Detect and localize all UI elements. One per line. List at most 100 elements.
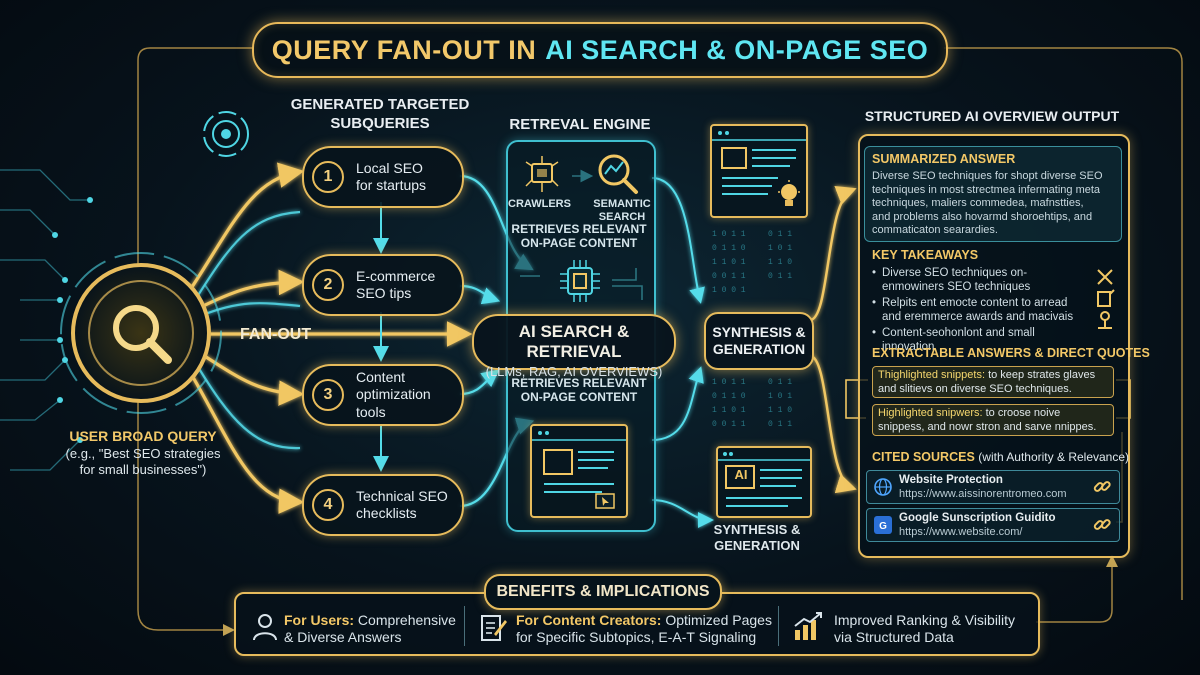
quote-item: Thighlighted snippets: to keep strates g… [872,366,1114,398]
svg-text:1 0 0 1: 1 0 0 1 [712,286,746,295]
quote-text: to croose noive snippess, and nowr stron… [878,407,1097,433]
svg-text:1 1 0: 1 1 0 [768,258,792,267]
link-icon[interactable] [1093,478,1111,496]
summary-line: and problems also hovarmd shoroehtips, a… [872,210,1093,223]
subquery-label: checklists [356,505,417,521]
sources-title-row: CITED SOURCES (with Authority & Relevanc… [872,450,1129,464]
magnifier-icon [60,252,222,414]
chart-icon [794,612,822,640]
takeaway-item: Content-seohonlont and small innovation [872,326,1082,354]
retrieves-top-1: RETRIEVES RELEVANT [511,222,647,236]
processor-icon [560,260,600,302]
subquery-number: 2 [312,269,344,301]
benefit-creators-text-1: Optimized Pages [661,612,772,628]
source-item[interactable]: Website Protection https://www.aissinore… [866,470,1120,504]
summary-box [864,146,1122,242]
synthesis-line-2: GENERATION [712,341,806,357]
svg-text:0 1 1: 0 1 1 [768,378,792,387]
subquery-label: SEO tips [356,285,412,301]
svg-text:0 1 1 0: 0 1 1 0 [712,392,746,401]
link-icon[interactable] [1093,516,1111,534]
source-url[interactable]: https://www.website.com/ [899,526,1023,538]
svg-text:0 0 1 1: 0 0 1 1 [712,272,746,281]
target-icon [203,111,249,157]
sources-suffix: (with Authority & Relevance) [978,450,1130,464]
subqueries-heading-1: GENERATED TARGETED [290,96,470,113]
subquery-label: E-commerce [356,267,436,284]
svg-text:G: G [879,521,887,532]
subquery-label: optimization tools [356,386,431,420]
globe-icon [874,478,892,496]
subquery-label: Content [356,368,406,385]
benefit-creators: For Content Creators: Optimized Pages fo… [516,612,772,646]
benefits-title: BENEFITS & IMPLICATIONS [484,574,722,610]
source-url[interactable]: https://www.aissinorentromeo.com [899,488,1067,500]
summary-line: commaticaton searardies. [872,224,998,236]
title-part2: AI SEARCH & ON-PAGE SEO [545,34,929,65]
quotes-title: EXTRACTABLE ANSWERS & DIRECT QUOTES [872,346,1150,360]
subquery-number: 1 [312,161,344,193]
synthesis-bottom-1: SYNTHESIS & [713,522,801,537]
subqueries-heading-2: SUBQUERIES [330,114,430,132]
fan-out-label: FAN-OUT [240,326,312,343]
subquery-label: Local SEO [356,159,423,176]
lightbulb-icon [778,180,800,206]
subquery-label: for startups [356,177,427,193]
retrieves-bottom-1: RETRIEVES RELEVANT [511,376,647,390]
svg-text:1 1 0 1: 1 1 0 1 [712,406,746,415]
source-name: Website Protection [899,474,1003,486]
synthesis-line-1: SYNTHESIS & [712,323,806,340]
user-icon [253,614,277,641]
title-part1: QUERY FAN-OUT IN [271,34,537,65]
quote-highlight: Highlighted snipwers: [878,407,983,419]
benefit-ranking-2: via Structured Data [834,629,954,645]
google-icon: G [874,516,892,534]
synthesis-bottom-label: SYNTHESIS & GENERATION [704,522,810,554]
svg-text:0 1 1: 0 1 1 [768,230,792,239]
document-icon [530,424,628,518]
retrieves-bottom-2: ON-PAGE CONTENT [520,390,638,405]
subquery-number: 4 [312,489,344,521]
user-query-example-2: for small businesses") [79,462,207,477]
takeaways-title: KEY TAKEAWAYS [872,248,979,262]
semantic-line-2: SEARCH [598,211,646,224]
svg-text:1 0 1 1: 1 0 1 1 [712,378,746,387]
retrieves-top-2: ON-PAGE CONTENT [520,236,638,251]
source-name: Google Sunscription Guidito [899,512,1056,524]
output-heading: STRUCTURED AI OVERVIEW OUTPUT [864,108,1120,124]
svg-text:1 1 0 1: 1 1 0 1 [712,258,746,267]
ai-badge: AI [734,467,748,482]
summary-line: techniques in most strectmea infermating… [872,183,1101,196]
generated-document-icon [710,124,808,218]
svg-text:1 1 0: 1 1 0 [768,406,792,415]
summary-line: Diverse SEO techniques for shopt diverse… [872,170,1103,182]
svg-text:1 0 1 1: 1 0 1 1 [712,230,746,239]
takeaways-list: Diverse SEO techniques on-enmowiners SEO… [872,266,1082,356]
summary-title: SUMMARIZED ANSWER [872,152,1016,166]
svg-text:0 1 1: 0 1 1 [768,272,792,281]
retrieves-bottom-label: RETRIEVES RELEVANT ON-PAGE CONTENT [508,376,650,405]
tools-icon [1097,269,1115,329]
divider [778,606,779,646]
user-query-title: USER BROAD QUERY [69,428,217,444]
benefit-users-text-1: Comprehensive [354,612,456,628]
svg-text:0 1 1 0: 0 1 1 0 [712,244,746,253]
quote-text: to keep strates glaves and slitievs on d… [878,369,1096,395]
quote-item: Highlighted snipwers: to croose noive sn… [872,404,1114,436]
divider [464,606,465,646]
svg-text:0 0 1 1: 0 0 1 1 [712,420,746,429]
ai-document-icon: AI [716,446,812,518]
source-item[interactable]: G Google Sunscription Guidito https://ww… [866,508,1120,542]
ai-search-subtitle: (LLMs, RAG, AI OVERVIEWS) [485,364,663,379]
benefit-users-text-2: & Diverse Answers [284,629,402,645]
takeaway-item: Relpits ent emocte content to arread and… [872,296,1082,324]
summary-text: Diverse SEO techniques for shopt diverse… [872,170,1118,238]
semantic-line-1: SEMANTIC [593,198,651,210]
benefit-ranking: Improved Ranking & Visibility via Struct… [834,612,1015,646]
summary-line: techniques, maliers commedea, mafnstties… [872,197,1084,209]
title-banner: QUERY FAN-OUT IN AI SEARCH & ON-PAGE SEO [252,22,948,78]
user-query-example-1: (e.g., "Best SEO strategies [65,446,221,461]
